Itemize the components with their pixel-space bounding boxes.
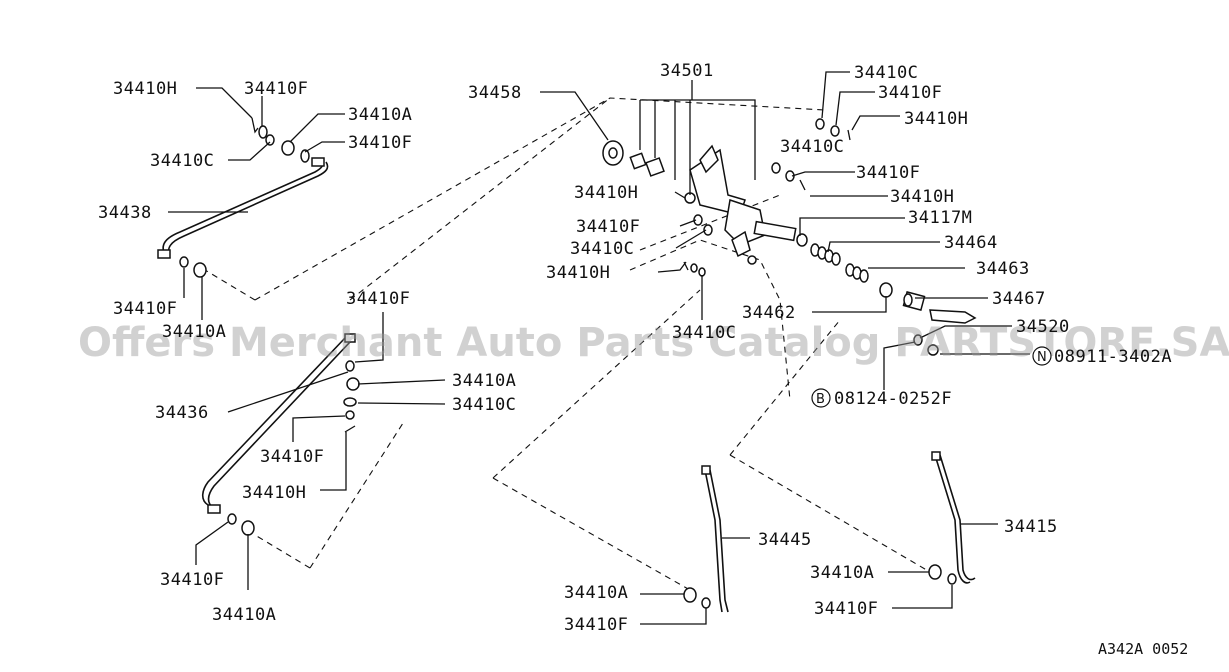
label-34410C-a: 34410C: [150, 151, 214, 171]
shift-lever-assembly: [602, 118, 851, 277]
rod-34438-end-lower: [157, 249, 171, 259]
label-34410A-e: 34410A: [564, 583, 628, 603]
label-34410F-g: 34410F: [346, 289, 410, 309]
label-34410C-f: 34410C: [452, 395, 516, 415]
label-34410F-d: 34410F: [878, 83, 942, 103]
dashed-outline-lower-left: [254, 97, 611, 569]
label-08124-0252F: 08124-0252F: [834, 389, 952, 409]
label-34410C-c: 34410C: [780, 137, 844, 157]
dashed-outline-upper-left: [204, 97, 826, 301]
label-34410H-f: 34410H: [242, 483, 306, 503]
label-34410F-h: 34410F: [260, 447, 324, 467]
label-34410H-d: 34410H: [890, 187, 954, 207]
washer-34410F-j: [701, 597, 711, 609]
circled-b-letter: B: [816, 392, 825, 407]
bushing-34410A-d: [241, 520, 255, 536]
washer-34410F-g: [345, 360, 355, 372]
washer-34117M: [796, 233, 808, 247]
washer-34410F-b: [300, 149, 310, 163]
label-34410H-e: 34410H: [546, 263, 610, 283]
bushing-34410A-c: [346, 377, 360, 391]
rod-34438-end-upper: [311, 157, 325, 167]
label-34410A-d: 34410A: [212, 605, 276, 625]
spring-stack: [810, 243, 977, 356]
label-34410F-e: 34410F: [856, 163, 920, 183]
washer-34410F-a: [258, 125, 268, 139]
dashed-outline-lower-right: [729, 319, 931, 573]
label-34410A-c: 34410A: [452, 371, 516, 391]
dashed-outline-lower-center: [492, 289, 701, 591]
label-34410C-b: 34410C: [854, 63, 918, 83]
diagram-code: A342A 0052: [1098, 640, 1188, 658]
dashed-outline-center: [629, 194, 791, 401]
washer-34410F-i: [227, 513, 237, 525]
washer-34410C-f: [343, 397, 357, 407]
label-34410A-f: 34410A: [810, 563, 874, 583]
rod-34436-end-upper: [344, 333, 356, 343]
label-34410F-c: 34410F: [113, 299, 177, 319]
label-34410A-a: 34410A: [348, 105, 412, 125]
bushing-34462: [879, 282, 893, 298]
label-34410F-i: 34410F: [160, 570, 224, 590]
leader-lines: [168, 71, 1030, 625]
washer-34410F-h: [345, 410, 355, 420]
label-34410C-d: 34410C: [570, 239, 634, 259]
label-34410F-a: 34410F: [244, 79, 308, 99]
label-34410H-a: 34410H: [113, 79, 177, 99]
label-34415: 34415: [1004, 517, 1058, 537]
label-34410F-j: 34410F: [564, 615, 628, 635]
rod-34436: [201, 333, 356, 514]
circled-n-letter: N: [1037, 350, 1047, 365]
spring-34463: [859, 269, 869, 283]
clip-34410H-a: [251, 117, 259, 134]
rod-34438: [157, 157, 329, 259]
label-34445: 34445: [758, 530, 812, 550]
link-34520: [929, 309, 977, 324]
label-34410F-k: 34410F: [814, 599, 878, 619]
rod-34415: [928, 451, 976, 585]
washer-34410F-k: [947, 573, 957, 585]
washer-34410F-c: [179, 256, 189, 268]
label-34436: 34436: [155, 403, 209, 423]
circled-b-marker: [811, 388, 831, 408]
label-34410A-b: 34410A: [162, 322, 226, 342]
label-08911-3402A: 08911-3402A: [1054, 347, 1172, 367]
washer-34410C-a: [265, 134, 275, 146]
label-34410H-b: 34410H: [904, 109, 968, 129]
bushing-34410A-e: [683, 587, 697, 603]
bushing-34410A-b: [193, 262, 207, 278]
label-34438: 34438: [98, 203, 152, 223]
label-34117M: 34117M: [908, 208, 972, 228]
label-34410F-f: 34410F: [576, 217, 640, 237]
rod-34445: [683, 465, 729, 613]
label-34410C-e: 34410C: [672, 323, 736, 343]
label-34462: 34462: [742, 303, 796, 323]
rod-34436-end-lower: [207, 504, 221, 514]
label-34501: 34501: [660, 61, 714, 81]
small-parts-lower-left: [227, 360, 360, 536]
circled-n-marker: [1032, 346, 1052, 366]
label-34464: 34464: [944, 233, 998, 253]
clip-34410H-f: [344, 425, 356, 433]
spring-34464: [831, 252, 841, 266]
label-34458: 34458: [468, 83, 522, 103]
label-34463: 34463: [976, 259, 1030, 279]
small-parts-upper-left: [179, 117, 310, 278]
label-34520: 34520: [1016, 317, 1070, 337]
label-34410F-b: 34410F: [348, 133, 412, 153]
label-34410H-c: 34410H: [574, 183, 638, 203]
bushing-34410A-a: [281, 140, 295, 156]
label-34467: 34467: [992, 289, 1046, 309]
part-labels: 34410H 34410F 34410A 34410C 34410F 34438…: [98, 61, 1188, 658]
bushing-34410A-f: [928, 564, 942, 580]
